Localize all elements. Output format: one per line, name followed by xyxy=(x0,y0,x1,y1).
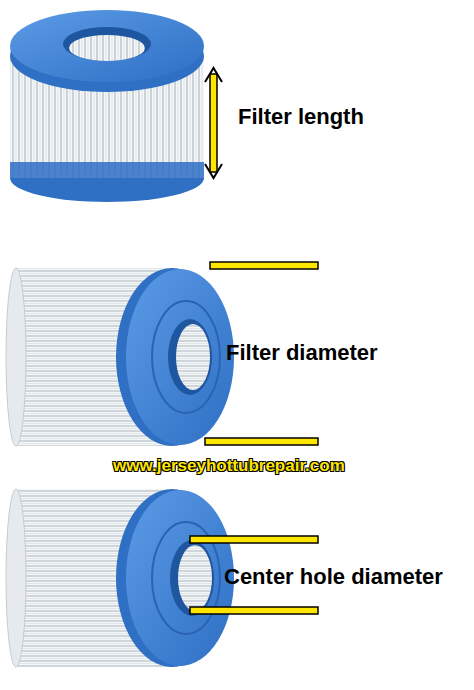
filter-side xyxy=(6,489,234,667)
watermark: www.jerseyhottubrepair.com xyxy=(113,456,345,476)
diameter-bar xyxy=(210,262,318,269)
dimension-label: Center hole diameter xyxy=(224,564,443,590)
length-arrow xyxy=(205,68,222,178)
dimension-label: Filter diameter xyxy=(226,340,378,366)
filter-upright xyxy=(10,10,204,202)
hole-bar xyxy=(190,607,318,614)
hole-bar xyxy=(190,536,318,543)
filter-side xyxy=(6,268,234,446)
dimension-label: Filter length xyxy=(238,104,364,130)
diameter-bar xyxy=(205,438,318,445)
